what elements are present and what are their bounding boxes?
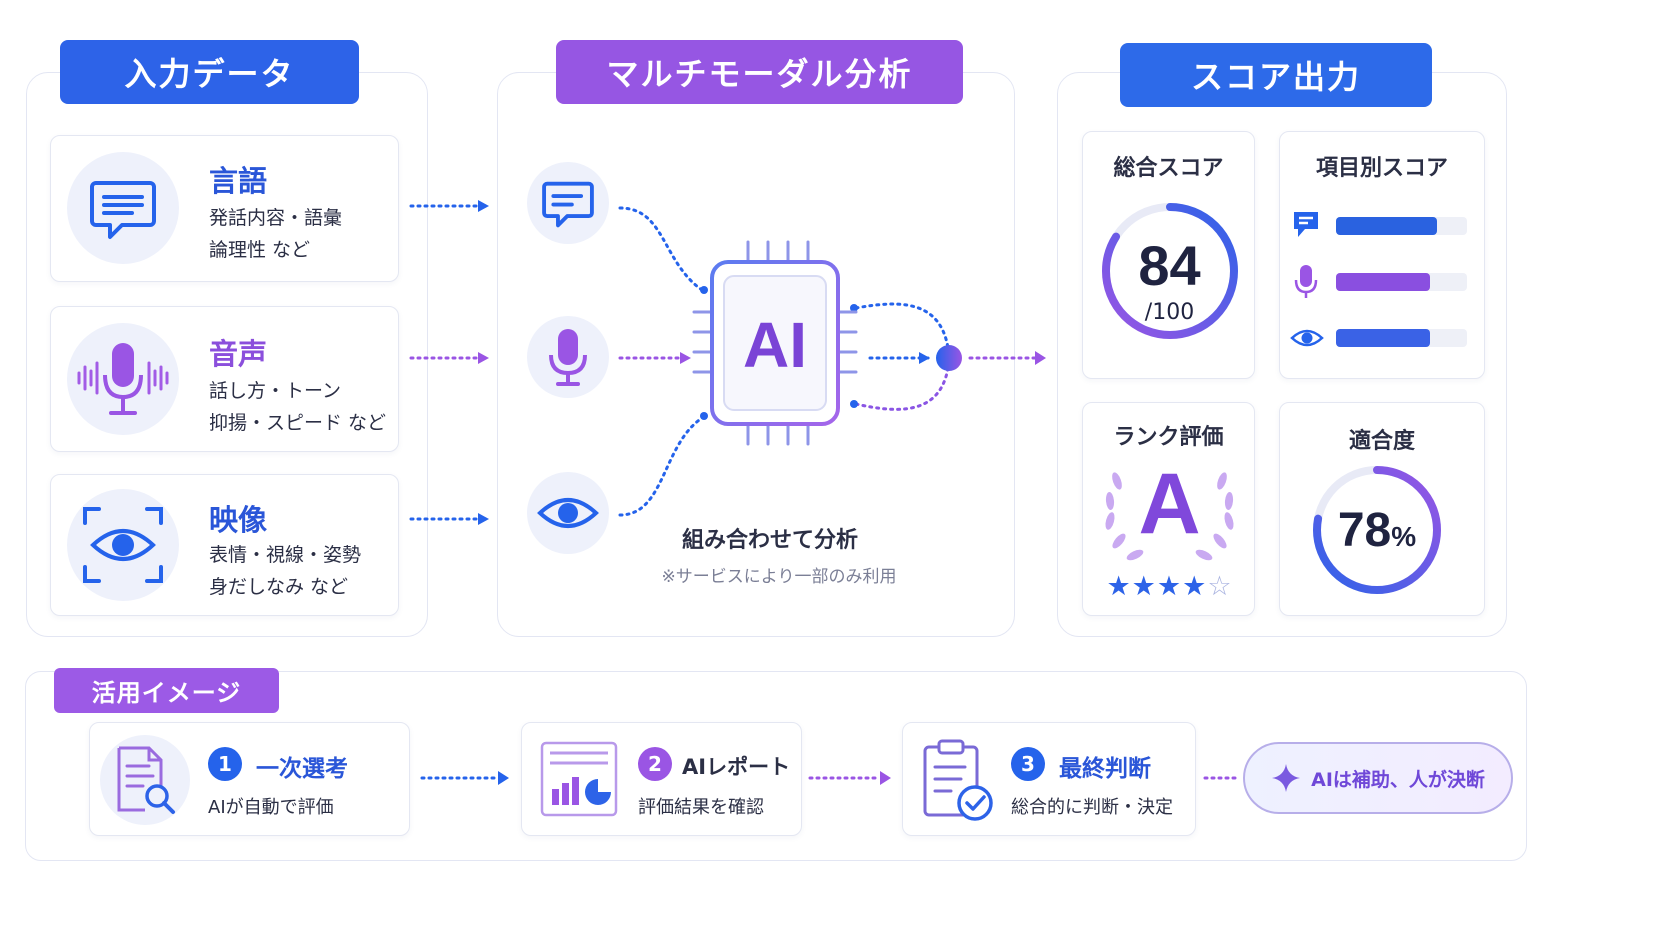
report-chart-icon bbox=[540, 741, 618, 817]
step-2-desc: 評価結果を確認 bbox=[638, 797, 764, 818]
fit-value-wrap: 78% bbox=[1280, 503, 1474, 558]
arrowhead-step-2 bbox=[880, 771, 891, 785]
input-card-voice: 音声 話し方・トーン 抑揚・スピード など bbox=[50, 306, 399, 452]
star-filled-icon: ★ bbox=[1156, 571, 1183, 602]
bar-track-video bbox=[1336, 329, 1467, 347]
arrowhead-voice-chip bbox=[680, 352, 691, 364]
microphone-icon bbox=[549, 329, 587, 386]
item-score-title: 項目別スコア bbox=[1315, 156, 1448, 181]
sparkle-icon bbox=[1272, 764, 1301, 792]
input-card-language: 言語 発話内容・語彙 論理性 など bbox=[50, 135, 399, 282]
rank-card: ランク評価 A ★★★★☆ bbox=[1082, 402, 1255, 616]
arrowhead-step-1 bbox=[498, 771, 509, 785]
fit-ring bbox=[1313, 466, 1441, 594]
language-title: 言語 bbox=[209, 164, 268, 198]
flow-language-chip bbox=[618, 206, 704, 292]
total-score-value: 84 bbox=[1138, 234, 1201, 297]
flow-chip-top bbox=[854, 302, 950, 350]
fit-card: 適合度 78% bbox=[1279, 402, 1485, 616]
step-1-number: 1 bbox=[208, 747, 242, 781]
analysis-voice-node bbox=[527, 316, 609, 398]
analysis-caption: 組み合わせて分析 bbox=[681, 528, 858, 553]
rank-grade: A bbox=[1138, 456, 1201, 552]
fit-title: 適合度 bbox=[1348, 429, 1415, 454]
arrowhead-chip-mid bbox=[919, 352, 930, 364]
flow-video-chip bbox=[618, 416, 704, 517]
fit-unit: % bbox=[1391, 521, 1417, 552]
speech-bubble-icon bbox=[90, 181, 156, 239]
analysis-header: マルチモーダル分析 bbox=[556, 40, 963, 104]
analysis-note: ※サービスにより一部のみ利用 bbox=[661, 567, 897, 587]
step-card-1: 1 一次選考 AIが自動で評価 bbox=[89, 722, 410, 836]
analysis-language-node bbox=[527, 162, 609, 244]
merge-node bbox=[936, 345, 962, 371]
star-filled-icon: ★ bbox=[1182, 571, 1208, 602]
speech-bubble-icon bbox=[542, 181, 594, 228]
microphone-icon bbox=[77, 343, 169, 415]
output-header: スコア出力 bbox=[1120, 43, 1432, 107]
flow-chip-bottom bbox=[854, 366, 950, 411]
item-score-card: 項目別スコア bbox=[1279, 131, 1485, 379]
step-2-title: AIレポート bbox=[682, 755, 791, 779]
step-1-icon-circle bbox=[100, 735, 190, 825]
star-filled-icon: ★ bbox=[1131, 571, 1157, 602]
bar-fill-language bbox=[1336, 217, 1437, 235]
arrowhead-video bbox=[478, 513, 489, 525]
usage-header: 活用イメージ bbox=[54, 668, 279, 713]
final-decision-pill: AIは補助、人が決断 bbox=[1243, 742, 1513, 814]
video-icon-circle bbox=[67, 489, 179, 601]
final-decision-text: AIは補助、人が決断 bbox=[1311, 768, 1485, 791]
microphone-icon bbox=[1294, 265, 1318, 298]
language-icon-circle bbox=[67, 152, 179, 264]
bar-track-language bbox=[1336, 217, 1467, 235]
eye-scan-icon bbox=[83, 507, 163, 583]
document-search-icon bbox=[117, 746, 175, 814]
video-desc-1: 表情・視線・姿勢 bbox=[209, 544, 362, 566]
step-1-title: 一次選考 bbox=[256, 756, 348, 782]
ai-chip-label: AI bbox=[743, 309, 807, 381]
arrowhead-voice bbox=[478, 352, 489, 364]
input-card-video: 映像 表情・視線・姿勢 身だしなみ など bbox=[50, 474, 399, 616]
language-desc-1: 発話内容・語彙 bbox=[209, 207, 343, 229]
step-3-desc: 総合的に判断・決定 bbox=[1011, 797, 1173, 818]
eye-icon bbox=[1290, 329, 1324, 347]
voice-desc-1: 話し方・トーン bbox=[209, 380, 342, 402]
eye-icon bbox=[537, 498, 599, 528]
star-empty-icon: ☆ bbox=[1207, 571, 1233, 602]
voice-desc-2: 抑揚・スピード など bbox=[209, 412, 387, 434]
rank-stars: ★★★★☆ bbox=[1083, 571, 1256, 602]
speech-bubble-icon bbox=[1294, 212, 1318, 237]
language-desc-2: 論理性 など bbox=[209, 239, 311, 261]
bar-track-voice bbox=[1336, 273, 1467, 291]
bar-fill-video bbox=[1336, 329, 1431, 347]
clipboard-check-icon bbox=[923, 739, 993, 821]
ai-chip-icon bbox=[692, 240, 858, 446]
total-score-ring bbox=[1102, 203, 1238, 339]
input-header: 入力データ bbox=[60, 40, 359, 104]
arrowhead-output bbox=[1035, 351, 1046, 365]
analysis-video-node bbox=[527, 472, 609, 554]
rank-title: ランク評価 bbox=[1113, 425, 1224, 450]
video-desc-2: 身だしなみ など bbox=[209, 576, 349, 598]
step-3-title: 最終判断 bbox=[1059, 756, 1151, 782]
voice-title: 音声 bbox=[209, 337, 268, 371]
video-title: 映像 bbox=[209, 503, 268, 537]
step-2-number: 2 bbox=[638, 747, 672, 781]
step-3-number: 3 bbox=[1011, 747, 1045, 781]
step-1-desc: AIが自動で評価 bbox=[208, 797, 334, 818]
step-card-2: 2 AIレポート 評価結果を確認 bbox=[521, 722, 802, 836]
voice-icon-circle bbox=[67, 323, 179, 435]
total-score-title: 総合スコア bbox=[1113, 156, 1224, 181]
step-card-3: 3 最終判断 総合的に判断・決定 bbox=[902, 722, 1196, 836]
star-filled-icon: ★ bbox=[1106, 571, 1132, 602]
arrowhead-language bbox=[478, 200, 489, 212]
total-score-card: 総合スコア 84 /100 bbox=[1082, 131, 1255, 379]
total-score-max: /100 bbox=[1144, 300, 1195, 325]
fit-value: 78 bbox=[1337, 504, 1392, 557]
bar-fill-voice bbox=[1336, 273, 1431, 291]
laurel-icon bbox=[1105, 472, 1234, 561]
